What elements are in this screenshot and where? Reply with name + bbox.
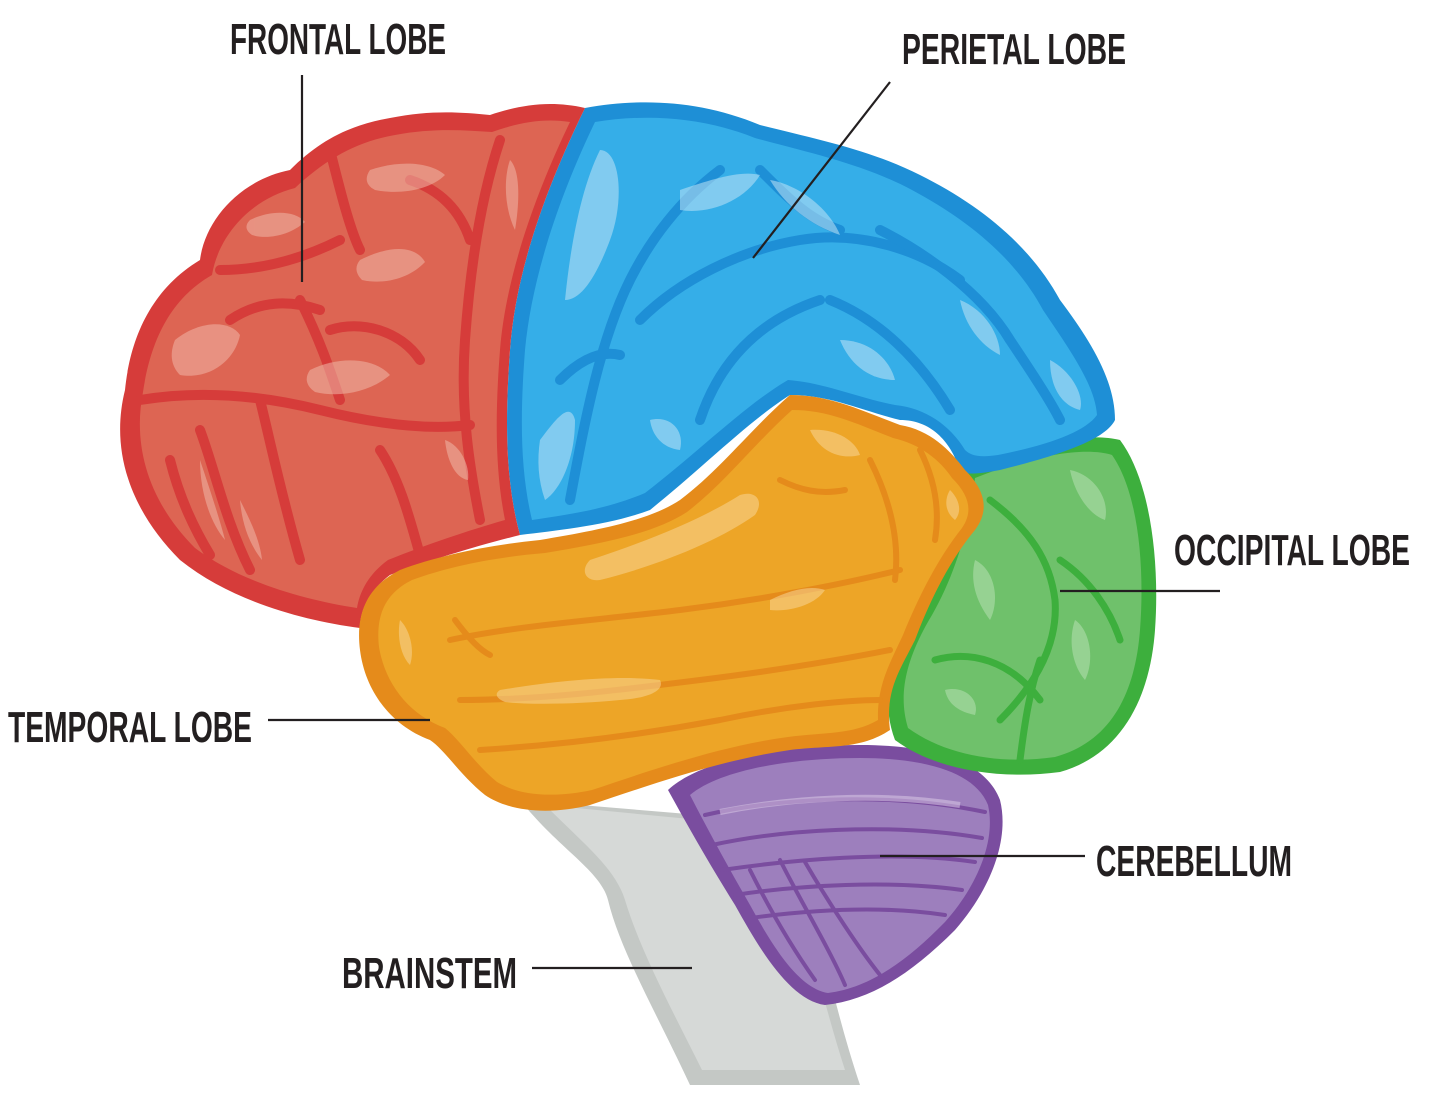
cerebellum-label: CEREBELLUM (1096, 837, 1292, 886)
temporal-lobe-label: TEMPORAL LOBE (8, 703, 252, 752)
parietal-lobe-label: PERIETAL LOBE (902, 25, 1126, 74)
occipital-lobe-label: OCCIPITAL LOBE (1174, 526, 1410, 575)
frontal-lobe-label: FRONTAL LOBE (230, 15, 446, 64)
brainstem-label: BRAINSTEM (342, 949, 517, 998)
